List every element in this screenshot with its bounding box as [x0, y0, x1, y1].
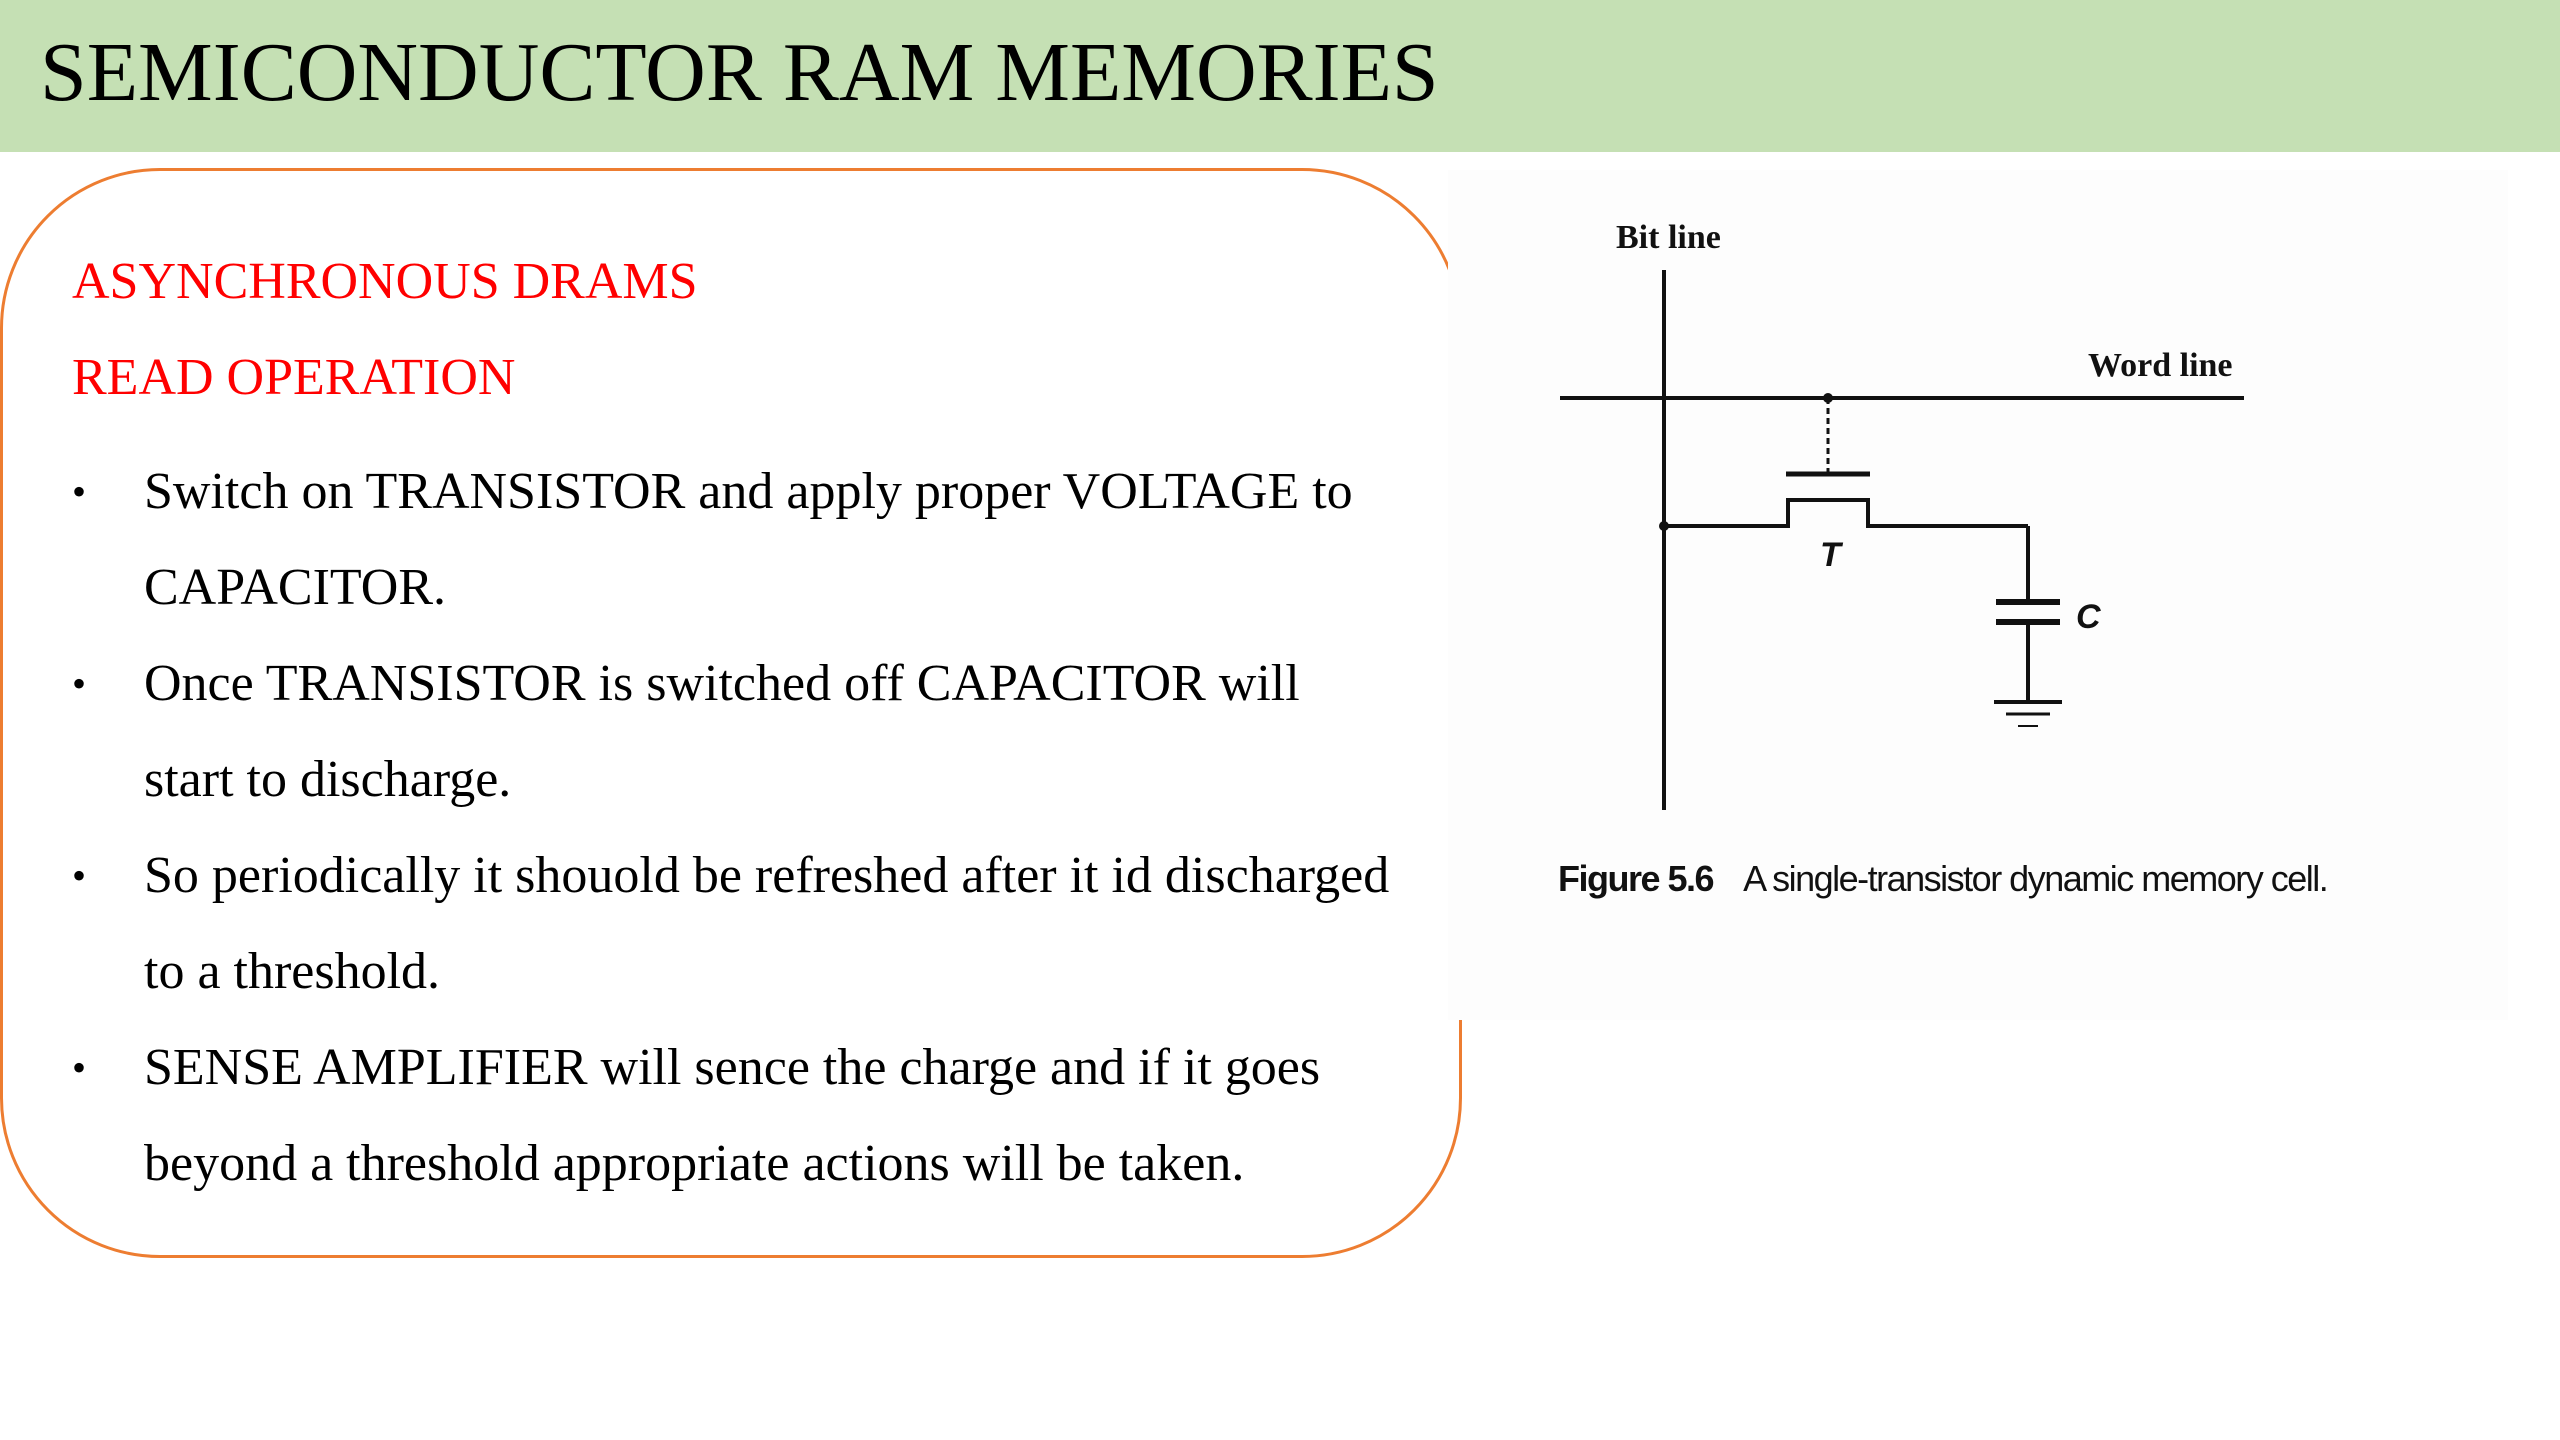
figure-caption-text: A single-transistor dynamic memory cell.: [1743, 858, 2329, 899]
bullet-item: • SENSE AMPLIFIER will sence the charge …: [72, 1020, 1402, 1212]
bullet-text: SENSE AMPLIFIER will sence the charge an…: [144, 1039, 1321, 1192]
figure-number: Figure 5.6: [1558, 858, 1715, 899]
subsection-heading: READ OPERATION: [72, 349, 516, 406]
bullet-text: So periodically it shouold be refreshed …: [144, 847, 1390, 1000]
content-box: [0, 168, 1462, 1258]
word-line-label: Word line: [2088, 347, 2233, 384]
bit-line-label: Bit line: [1616, 219, 1721, 256]
bit-junction: [1659, 521, 1669, 531]
bullet-icon: •: [72, 661, 87, 706]
bullet-item: • Switch on TRANSISTOR and apply proper …: [72, 444, 1402, 636]
memory-cell-diagram: Bit line Word line T C: [1560, 219, 2244, 810]
section-heading: ASYNCHRONOUS DRAMS: [72, 253, 698, 310]
bullet-item: • So periodically it shouold be refreshe…: [72, 828, 1402, 1020]
figure-caption: Figure 5.6 A single-transistor dynamic me…: [1558, 858, 2329, 900]
title-bar: SEMICONDUCTOR RAM MEMORIES: [0, 0, 2560, 152]
bullet-icon: •: [72, 1045, 87, 1090]
transistor-label: T: [1820, 536, 1844, 574]
capacitor-label: C: [2076, 598, 2101, 636]
bullet-text: Once TRANSISTOR is switched off CAPACITO…: [144, 655, 1300, 808]
gate-junction: [1823, 393, 1833, 403]
bullet-list: • Switch on TRANSISTOR and apply proper …: [72, 444, 1402, 1212]
bullet-item: • Once TRANSISTOR is switched off CAPACI…: [72, 636, 1402, 828]
bullet-text: Switch on TRANSISTOR and apply proper VO…: [144, 463, 1353, 616]
bullet-icon: •: [72, 853, 87, 898]
transistor-channel: [1664, 498, 2028, 528]
memory-cell-figure: Bit line Word line T C Figure 5.6 A singl…: [1448, 170, 2508, 1020]
slide-title: SEMICONDUCTOR RAM MEMORIES: [40, 26, 1439, 119]
bullet-icon: •: [72, 469, 87, 514]
